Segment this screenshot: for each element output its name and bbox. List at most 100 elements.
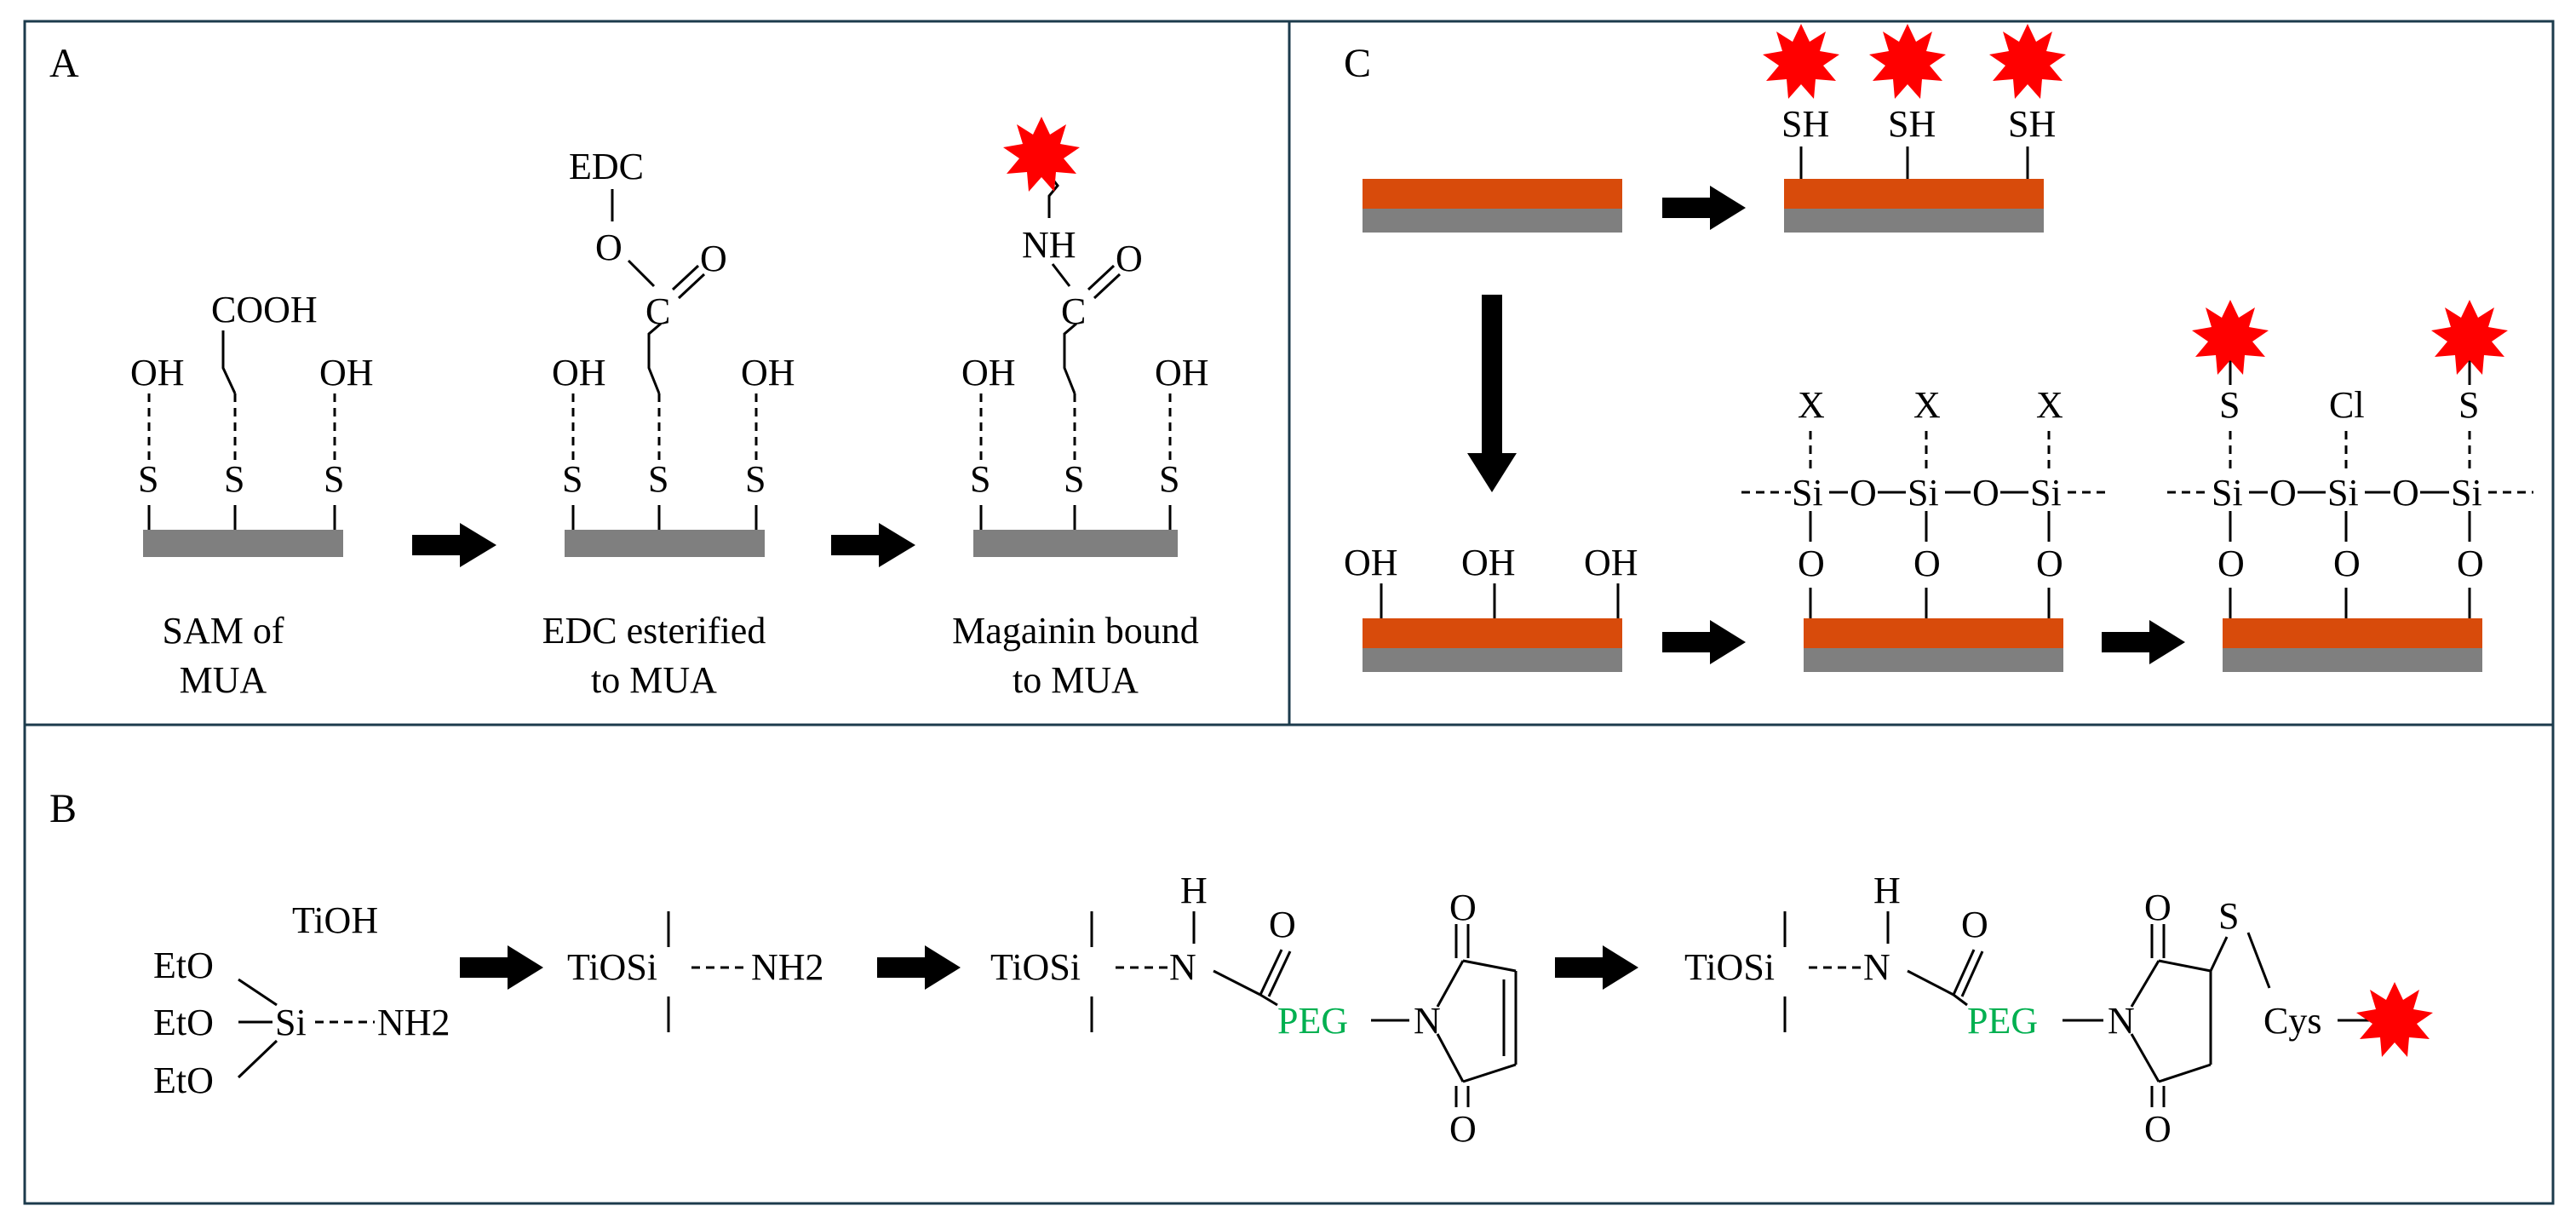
oxygen-atom: O [1913,543,1941,584]
thiol-group: SH [1781,103,1829,145]
peptide-star-icon [2192,300,2269,375]
oxygen-atom: O [1850,472,1877,514]
sulfur-atom: S [1064,458,1084,500]
leaving-group: X [1798,384,1825,426]
silicon-atom: Si [2212,472,2243,514]
down-arrow-icon [1467,295,1517,492]
silicon-atom: Si [1792,472,1823,514]
oxygen-atom: O [2457,543,2484,584]
carbonyl-oxygen: O [1961,904,1988,945]
caption-sam-line1: SAM of [162,610,284,652]
amide-hydrogen: H [1873,870,1901,911]
imide-nitrogen: N [2108,1000,2135,1042]
tiosi-anchor: TiOSi [990,946,1081,988]
tiosi-anchor: TiOSi [1684,946,1775,988]
sulfur-atom: S [138,458,158,500]
metal-base [1804,648,2063,672]
silanized-substrate: O O O Si O Si O Si X X X [1741,384,2110,672]
aminosilane-layer: TiOSi NH2 [567,911,824,1032]
hydroxyl-group: OH [1584,542,1638,583]
amide-hydrogen: H [1180,870,1208,911]
caption-magainin-line2: to MUA [1013,659,1139,701]
ester-oxygen: O [595,227,622,268]
sulfur-atom: S [970,458,990,500]
oxide-layer [1363,618,1622,648]
caption-edc-line1: EDC esterified [542,610,766,652]
edc-ester-structure: S S S OH OH C O O EDC EDC esterified to … [542,146,795,701]
carbonyl-oxygen: O [700,238,727,279]
caption-magainin-line1: Magainin bound [952,610,1199,652]
hydroxyl-group: OH [1155,352,1209,393]
titanium-hydroxide: TiOH [292,899,378,941]
peptide-immobilized-substrate: O O O Si O Si O Si S Cl S [2167,300,2533,672]
gold-substrate [565,530,765,557]
arrow-icon [2102,620,2185,664]
peptide-star-icon [2356,982,2433,1057]
arrow-icon [1555,945,1638,990]
mua-sam-structure: S S S OH OH COOH SAM of MUA [130,289,374,701]
silicon-atom: Si [275,1002,307,1043]
imide-oxygen: O [2144,1108,2172,1150]
metal-base [1784,209,2044,233]
carbonyl-oxygen: O [1116,238,1143,279]
oxide-layer [1804,618,2063,648]
gold-substrate [973,530,1178,557]
thiol-group: SH [1888,103,1936,145]
panel-b-frame [23,723,2555,1205]
arrow-icon [831,523,915,567]
amide-nh: NH [1022,224,1076,266]
sulfur-atom: S [2219,384,2240,426]
edc-group: EDC [569,146,644,187]
panel-a-label: A [49,41,79,86]
oxygen-atom: O [2036,543,2063,584]
oxide-layer [1363,179,1622,209]
hydroxyl-group: OH [130,352,185,393]
carbonyl-carbon: C [1061,290,1086,332]
thiol-substrate: SH SH SH [1763,24,2066,233]
cysteine-residue: Cys [2263,1000,2321,1042]
hydroxyl-group: OH [961,352,1016,393]
silicon-atom: Si [2327,472,2359,514]
amide-nitrogen: N [1169,946,1196,988]
peptide-star-icon [1763,24,1839,99]
carbonyl-oxygen: O [1269,904,1296,945]
carbonyl-carbon: C [645,290,670,332]
gold-substrate [143,530,343,557]
imide-oxygen: O [1449,887,1477,928]
peg-linker: PEG [1967,1000,2038,1042]
silicon-atom: Si [2030,472,2062,514]
panel-b: TiOH EtO EtO EtO Si NH2 TiOSi NH2 TiOSi [153,870,2433,1150]
panel-b-label: B [49,786,77,831]
thiol-group: SH [2008,103,2056,145]
hydroxyl-group: OH [552,352,606,393]
amine-group: NH2 [377,1002,450,1043]
peg-maleimide-conjugate: TiOSi N H O PEG N O O [990,870,1517,1150]
ethoxy-group: EtO [153,1002,214,1043]
amine-group: NH2 [751,946,824,988]
magainin-bound-structure: S S S OH OH C O NH Magainin bound to MUA [952,117,1209,701]
hydroxyl-group: OH [319,352,374,393]
silicon-atom: Si [1908,472,1939,514]
amide-nitrogen: N [1863,946,1890,988]
arrow-icon [460,945,543,990]
oxide-layer [1784,179,2044,209]
sulfur-atom: S [224,458,244,500]
sulfur-atom: S [324,458,344,500]
oxygen-atom: O [1972,472,1999,514]
oxide-layer [2223,618,2482,648]
oxygen-atom: O [2217,543,2245,584]
caption-edc-line2: to MUA [591,659,717,701]
ethoxy-group: EtO [153,945,214,986]
peptide-star-icon [1989,24,2066,99]
oxygen-atom: O [2269,472,2297,514]
sulfur-atom: S [2458,384,2479,426]
bare-substrate [1363,179,1622,233]
imide-nitrogen: N [1414,1000,1441,1042]
leaving-group: X [2036,384,2063,426]
caption-sam-line2: MUA [180,659,267,701]
imide-oxygen: O [1449,1108,1477,1150]
leaving-group: X [1913,384,1941,426]
sulfur-atom: S [648,458,668,500]
oxygen-atom: O [2333,543,2361,584]
